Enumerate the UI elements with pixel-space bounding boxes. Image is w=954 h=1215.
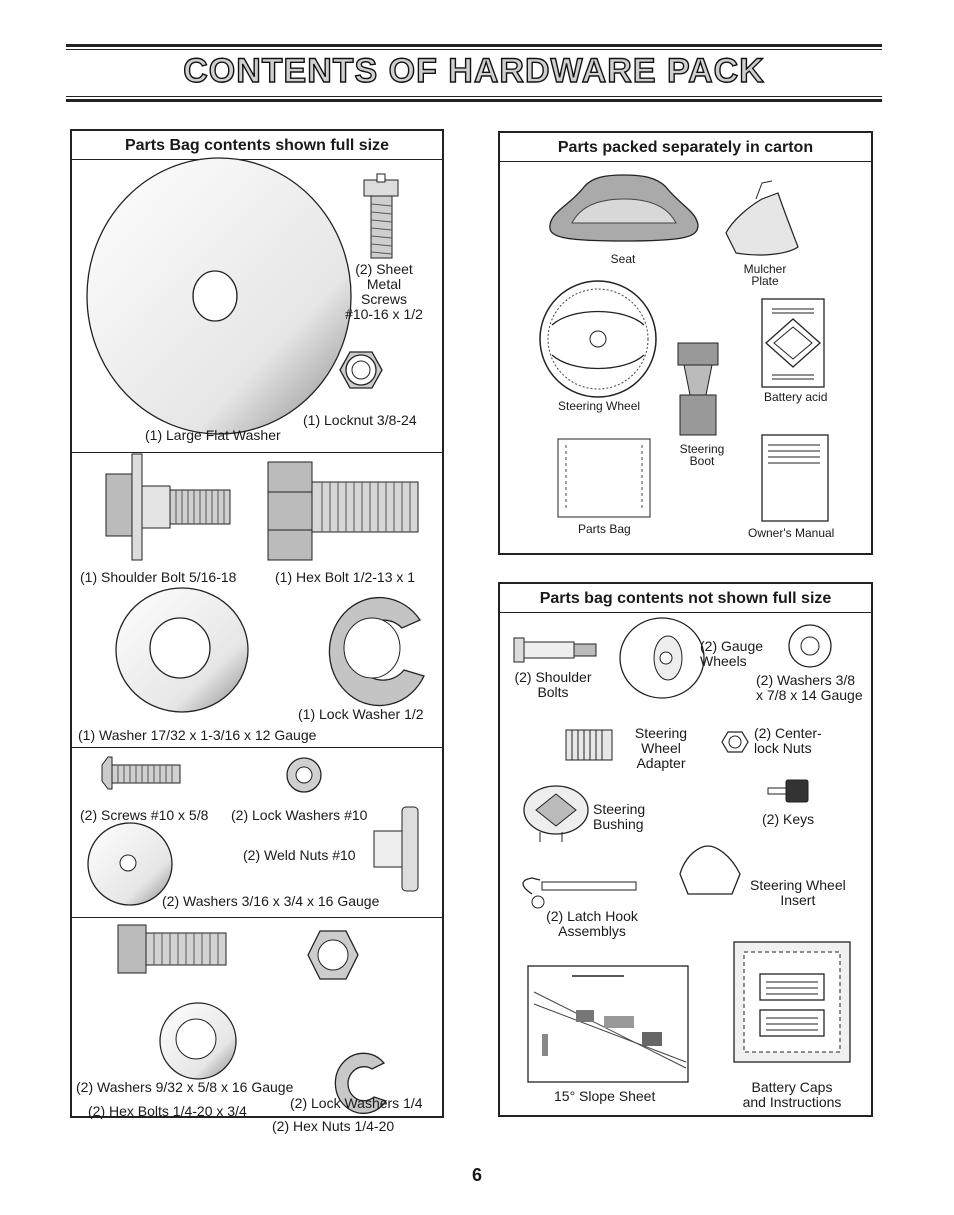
washers-9-32-label: (2) Washers 9/32 x 5/8 x 16 Gauge <box>76 1079 294 1095</box>
title-rule-bottom-thick <box>66 99 882 102</box>
lock-washers-10-label: (2) Lock Washers #10 <box>231 807 368 823</box>
steering-wheel-adapter-label: Steering Wheel Adapter <box>634 725 688 771</box>
weld-nut-icon <box>373 806 419 892</box>
keys-label: (2) Keys <box>762 811 815 827</box>
page-number: 6 <box>471 1165 482 1185</box>
hex-bolts-quarter-label: (2) Hex Bolts 1/4-20 x 3/4 <box>88 1103 247 1119</box>
shoulder-bolts-label: (2) Shoulder Bolts <box>514 669 592 700</box>
owners-manual-icon <box>761 434 829 522</box>
steering-wheel-insert-icon <box>679 845 741 895</box>
hex-bolt-label: (1) Hex Bolt 1/2-13 x 1 <box>275 569 416 585</box>
mulcher-plate-label: Mulcher Plate <box>743 262 787 288</box>
section-large-washer: (2) Sheet Metal Screws #10-16 x 1/2 (1) … <box>72 157 442 453</box>
latch-hook-label: (2) Latch Hook Assemblys <box>546 908 638 939</box>
title-rule-top <box>66 44 882 47</box>
seat-label: Seat <box>610 252 636 266</box>
large-flat-washer-label: (1) Large Flat Washer <box>145 427 281 443</box>
slope-sheet-label: 15° Slope Sheet <box>554 1088 656 1104</box>
section-small-hardware: (2) Screws #10 x 5/8 (2) Lock Washers #1… <box>72 747 442 918</box>
steering-bushing-icon <box>523 785 589 842</box>
lock-washer-half-icon <box>328 596 425 707</box>
latch-hook-icon <box>522 877 637 909</box>
lock-washer-quarter-icon <box>334 1052 388 1114</box>
screw-10-icon <box>101 756 181 790</box>
battery-acid-label: Battery acid <box>764 390 828 404</box>
sheet-metal-screw-icon <box>363 173 399 259</box>
lock-washer-half-label: (1) Lock Washer 1/2 <box>298 706 424 722</box>
shoulder-bolt-icon <box>105 453 231 561</box>
section-bolts-washers: (1) Shoulder Bolt 5/16-18 (1) Hex Bolt 1… <box>72 452 442 748</box>
battery-caps-label: Battery Caps and Instructions <box>742 1079 842 1110</box>
washer-3-16-icon <box>87 822 173 906</box>
parts-bag-full-size-panel: Parts Bag contents shown full size <box>70 129 444 1134</box>
mulcher-plate-icon <box>725 180 799 256</box>
owners-manual-label: Owner's Manual <box>748 526 835 540</box>
washers-3-8-label: (2) Washers 3/8 x 7/8 x 14 Gauge <box>756 672 863 703</box>
parts-bag-icon <box>557 438 651 518</box>
gauge-wheel-icon <box>619 617 705 699</box>
washers-3-16-label: (2) Washers 3/16 x 3/4 x 16 Gauge <box>162 893 380 909</box>
steering-wheel-icon <box>539 280 657 398</box>
page-title: CONTENTS OF HARDWARE PACK <box>183 51 765 90</box>
hex-nuts-quarter-label: (2) Hex Nuts 1/4-20 <box>272 1118 395 1134</box>
steering-bushing-label: Steering Bushing <box>593 801 646 832</box>
gauge-wheels-label: (2) Gauge Wheels <box>700 638 764 669</box>
steering-wheel-label: Steering Wheel <box>558 399 641 413</box>
panel-heading: Parts packed separately in carton <box>500 133 871 162</box>
washer-3-8-icon <box>788 624 832 668</box>
parts-not-full-size-panel: Parts bag contents not shown full size (… <box>498 582 873 1117</box>
hex-bolt-quarter-icon <box>117 924 227 974</box>
sheet-metal-screws-label: (2) Sheet Metal Screws #10-16 x 1/2 <box>345 261 423 322</box>
washer-17-32-label: (1) Washer 17/32 x 1-3/16 x 12 Gauge <box>78 727 317 743</box>
washer-17-32-icon <box>115 587 249 713</box>
steering-boot-icon <box>677 342 719 436</box>
parts-packed-separately-panel: Parts packed separately in carton Seat M… <box>498 131 873 555</box>
battery-caps-icon <box>733 941 851 1063</box>
locknut-icon <box>339 351 383 389</box>
weld-nuts-10-label: (2) Weld Nuts #10 <box>243 847 356 863</box>
lock-washer-10-icon <box>286 757 322 793</box>
panel-heading: Parts bag contents not shown full size <box>500 584 871 613</box>
title-rule-bottom <box>66 96 882 97</box>
steering-wheel-adapter-icon <box>565 729 613 761</box>
hex-nut-quarter-icon <box>307 930 359 980</box>
large-flat-washer-icon <box>86 157 352 435</box>
shoulder-bolts-icon <box>513 637 597 663</box>
washer-9-32-icon <box>159 1002 237 1080</box>
shoulder-bolt-label: (1) Shoulder Bolt 5/16-18 <box>80 569 237 585</box>
hex-bolt-icon <box>267 461 419 561</box>
key-icon <box>767 779 809 803</box>
title-rule-top-thin <box>66 49 882 50</box>
steering-wheel-insert-label: Steering Wheel Insert <box>750 877 846 908</box>
parts-bag-label: Parts Bag <box>578 522 631 536</box>
centerlock-nuts-label: (2) Center- lock Nuts <box>754 725 822 756</box>
panel-heading: Parts Bag contents shown full size <box>72 131 442 160</box>
centerlock-nut-icon <box>721 731 749 753</box>
section-quarter-inch: (2) Hex Bolts 1/4-20 x 3/4 (2) Hex Nuts … <box>72 917 442 1134</box>
screws-10-label: (2) Screws #10 x 5/8 <box>80 807 209 823</box>
seat-icon <box>549 174 699 242</box>
steering-boot-label: Steering Boot <box>679 442 725 468</box>
locknut-label: (1) Locknut 3/8-24 <box>303 412 417 428</box>
slope-sheet-icon <box>527 965 689 1083</box>
battery-acid-icon <box>761 298 825 388</box>
lock-washers-quarter-label: (2) Lock Washers 1/4 <box>290 1095 423 1111</box>
